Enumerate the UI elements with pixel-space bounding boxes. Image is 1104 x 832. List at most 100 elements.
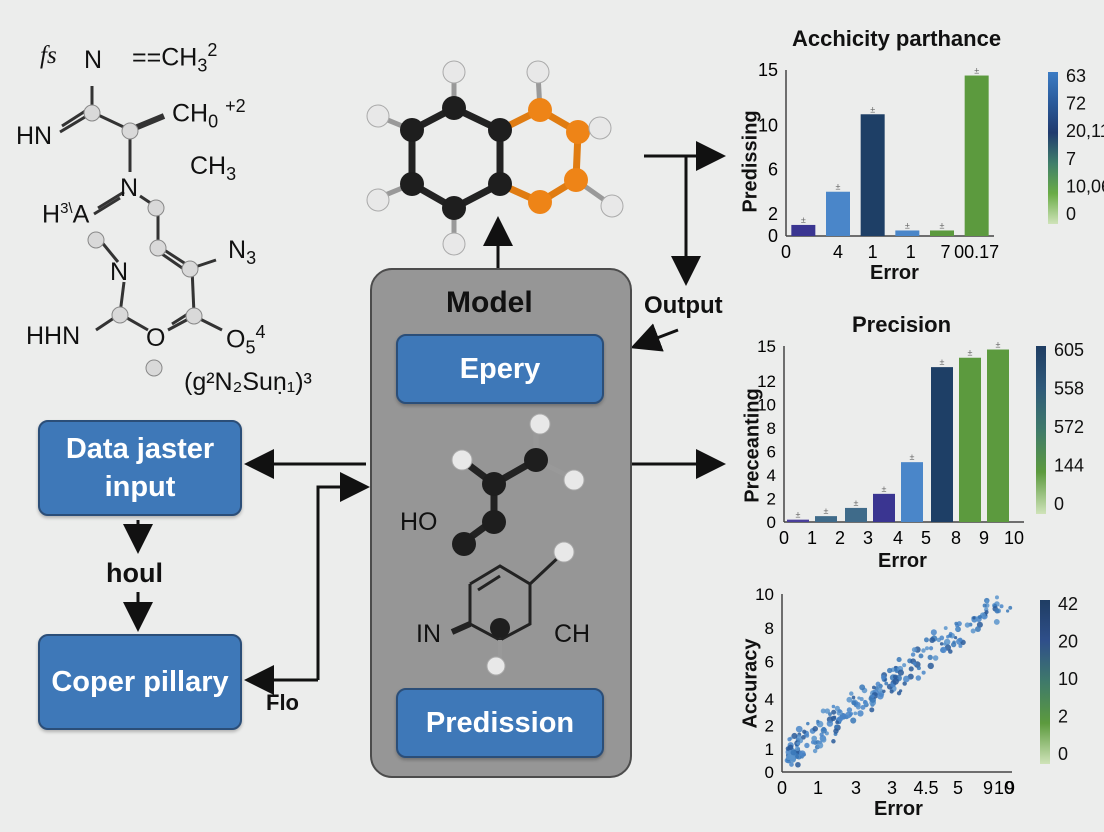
chem-ch3-top-sup: 2: [207, 40, 218, 60]
chart3-point: [927, 654, 933, 660]
chart3-point: [884, 681, 889, 686]
chart1-colorbar-label: 72: [1066, 94, 1086, 114]
chart3-point: [806, 721, 810, 726]
chart3-point: [853, 711, 858, 716]
model-mol-in: IN: [416, 620, 441, 648]
chart3-point: [832, 715, 837, 719]
chart3-y-tick: 1: [765, 740, 774, 759]
chart3-point: [820, 736, 827, 743]
chart3-point: [918, 653, 924, 659]
chart3-x-tick: 9: [983, 778, 993, 798]
chart3-ylabel: Accuracy: [739, 638, 762, 729]
chart3-point: [939, 635, 945, 641]
chart1-errbar: ±: [905, 220, 910, 230]
chart2-errbar: ±: [940, 357, 945, 367]
chart3-point: [908, 666, 914, 672]
chart3-point: [824, 708, 831, 714]
chart2-errbar: ±: [968, 348, 973, 358]
chart3-point: [939, 642, 944, 646]
chart2-errbar: ±: [796, 510, 801, 520]
arrow-flo-up: [316, 472, 370, 680]
chart3-point: [857, 696, 861, 700]
chart2-bar: [787, 519, 809, 522]
chart3-point: [833, 728, 839, 734]
chart3-point: [1006, 609, 1010, 613]
chart3-point: [921, 648, 926, 653]
chart3-point: [950, 641, 957, 648]
chart2-x-tick: 5: [921, 528, 931, 548]
chem-formula: (g²N₂Suṇ₁)³: [184, 368, 312, 396]
chart3-y-tick: 8: [765, 619, 774, 638]
chart3-point: [910, 652, 916, 657]
chart2-colorbar-label: 0: [1054, 494, 1064, 514]
chart3-point: [837, 715, 844, 722]
chart3-point: [860, 704, 866, 710]
chart2-bar: [987, 349, 1009, 522]
chart2-y-tick: 4: [767, 466, 776, 485]
chart3-point: [886, 667, 893, 674]
chart3-point: [896, 657, 902, 663]
chart3-point: [863, 699, 867, 704]
chart3-point: [974, 626, 981, 632]
chart2-x-tick: 9: [979, 528, 989, 548]
chem-ch3-main: CH: [190, 152, 227, 180]
chart3-point: [816, 719, 820, 724]
chart3-point: [892, 678, 899, 685]
chart2-x-tick: 10: [1004, 528, 1024, 548]
chart3-y-tick: 4: [765, 690, 774, 709]
chem-ch3: CH3: [190, 152, 236, 185]
chart1-y-tick: 6: [768, 160, 778, 180]
chem-ch0: CH0 +2: [172, 96, 246, 132]
chart3-point: [946, 634, 950, 639]
chart3-point: [846, 707, 853, 713]
chart3-point: [943, 642, 947, 646]
arrow-output-to-model: [630, 323, 679, 352]
chart3-point: [994, 595, 999, 600]
chart1-colorbar-label: 20,119: [1066, 121, 1104, 141]
chart1-x-tick: 4: [833, 242, 843, 262]
chem-n3-main: N: [228, 236, 247, 264]
chart1-errbar: ±: [870, 104, 875, 114]
coper-pillary-box[interactable]: Coper pillary: [38, 634, 242, 730]
chem-o5-main: O: [226, 325, 246, 354]
chart2-errbar: ±: [996, 340, 1001, 350]
chart3-point: [811, 735, 818, 742]
chart2-x-tick: 3: [863, 528, 873, 548]
chart3-point: [916, 666, 921, 671]
output-label: Output: [644, 292, 723, 319]
chem-n3: N3: [228, 236, 256, 269]
chart3-point: [785, 754, 792, 761]
chart3-point: [871, 694, 875, 699]
chart2-y-tick: 10: [757, 396, 776, 415]
chart2-bar: [873, 493, 895, 522]
chart3-point: [898, 689, 903, 693]
chart1-bar: [826, 191, 850, 236]
chart3-point: [850, 717, 857, 724]
chart3-point: [799, 750, 806, 757]
chart3-point: [985, 599, 989, 604]
chart3-point: [955, 627, 960, 632]
chem-o5-sub: 5: [245, 337, 256, 358]
chart2-xlabel: Error: [878, 550, 927, 572]
chart3-point: [921, 670, 926, 675]
chart2-bar: [959, 357, 981, 522]
chart3-point: [882, 689, 886, 693]
chart3-point: [795, 761, 801, 768]
chart2-y-tick: 6: [767, 443, 776, 462]
predission-box[interactable]: Predission: [396, 688, 604, 758]
chem-n-top: N: [84, 46, 103, 74]
chart3-point: [927, 662, 934, 670]
chart3-point: [956, 621, 962, 627]
chem-h3a-main: H: [42, 200, 61, 229]
chart3-point: [795, 725, 803, 733]
chart3-colorbar-label: 10: [1058, 669, 1078, 689]
chart3-x-tick: 5: [953, 778, 963, 798]
chart3-point: [804, 742, 810, 749]
chart3-point: [953, 635, 958, 640]
data-input-box[interactable]: Data jaster input: [38, 420, 242, 516]
chem-o5: O54: [226, 322, 265, 358]
chart3-point: [928, 646, 934, 651]
chart3-colorbar-label: 20: [1058, 632, 1078, 652]
epery-box[interactable]: Epery: [396, 334, 604, 404]
